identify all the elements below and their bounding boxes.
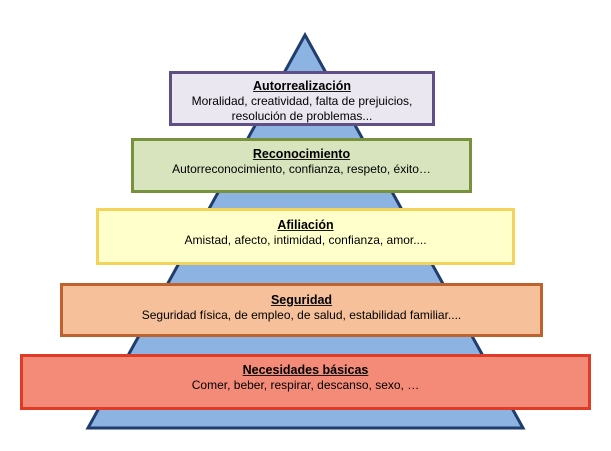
level-title: Autorrealización	[253, 79, 351, 93]
level-description-line: Moralidad, creatividad, falta de prejuic…	[191, 94, 413, 108]
level-title: Necesidades básicas	[242, 363, 369, 377]
level-title: Reconocimiento	[252, 147, 351, 161]
level-basic-needs: Necesidades básicas Comer, beber, respir…	[20, 354, 591, 410]
level-title: Afiliación	[277, 218, 334, 232]
level-description-line: Seguridad física, de empleo, de salud, e…	[141, 308, 462, 322]
level-description-line: resolución de problemas...	[231, 109, 373, 123]
level-affiliation: Afiliación Amistad, afecto, intimidad, c…	[96, 208, 515, 265]
level-description-line: Comer, beber, respirar, descanso, sexo, …	[191, 378, 420, 392]
level-description-line: Amistad, afecto, intimidad, confianza, a…	[184, 233, 427, 247]
level-self-actualization: Autorrealización Moralidad, creatividad,…	[169, 71, 435, 126]
level-safety: Seguridad Seguridad física, de empleo, d…	[60, 283, 543, 337]
level-description-line: Autorreconocimiento, confianza, respeto,…	[172, 162, 431, 176]
level-esteem: Reconocimiento Autorreconocimiento, conf…	[131, 138, 472, 193]
level-title: Seguridad	[270, 293, 333, 307]
